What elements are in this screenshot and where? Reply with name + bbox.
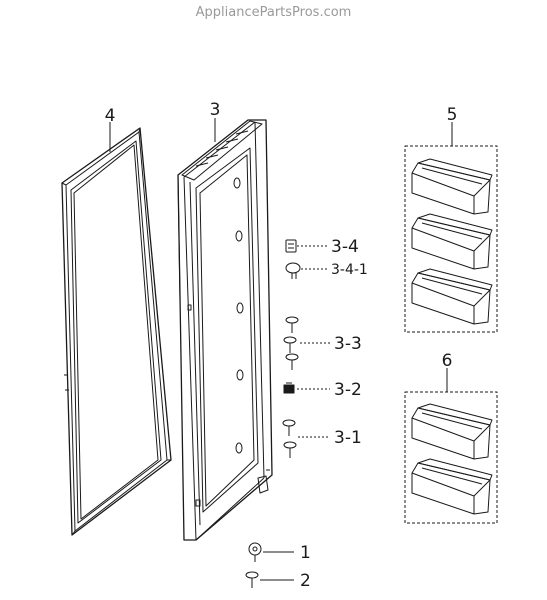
screw-set-3-1	[282, 419, 297, 458]
door-gasket	[61, 127, 172, 536]
hardware-part-1	[248, 542, 262, 562]
door-bin	[411, 458, 493, 515]
screw-set-3-3	[283, 316, 299, 370]
door-bin-group-lower	[404, 391, 498, 524]
callout-3-3: 3-3	[334, 334, 362, 354]
callout-4: 4	[105, 106, 116, 126]
screw-2	[245, 571, 259, 588]
callout-1: 1	[300, 543, 311, 563]
door-liner	[177, 119, 273, 541]
door-bin	[411, 403, 493, 460]
watermark: AppliancePartsPros.com	[195, 5, 352, 20]
callout-6: 6	[442, 351, 453, 371]
callout-3-4: 3-4	[331, 237, 359, 257]
hardware-part-3-4	[285, 239, 297, 253]
door-bin-group-upper	[404, 145, 498, 333]
door-bin	[411, 213, 493, 270]
callout-3-4-1: 3-4-1	[331, 262, 368, 278]
callout-3: 3	[210, 100, 221, 120]
callout-5: 5	[447, 105, 458, 125]
callout-3-2: 3-2	[334, 380, 362, 400]
callout-2: 2	[300, 571, 311, 591]
callout-3-1: 3-1	[334, 428, 362, 448]
clip-3-2	[283, 382, 295, 394]
door-bin	[411, 268, 493, 325]
door-bin	[411, 158, 493, 215]
hardware-part-3-4-1	[285, 262, 301, 279]
